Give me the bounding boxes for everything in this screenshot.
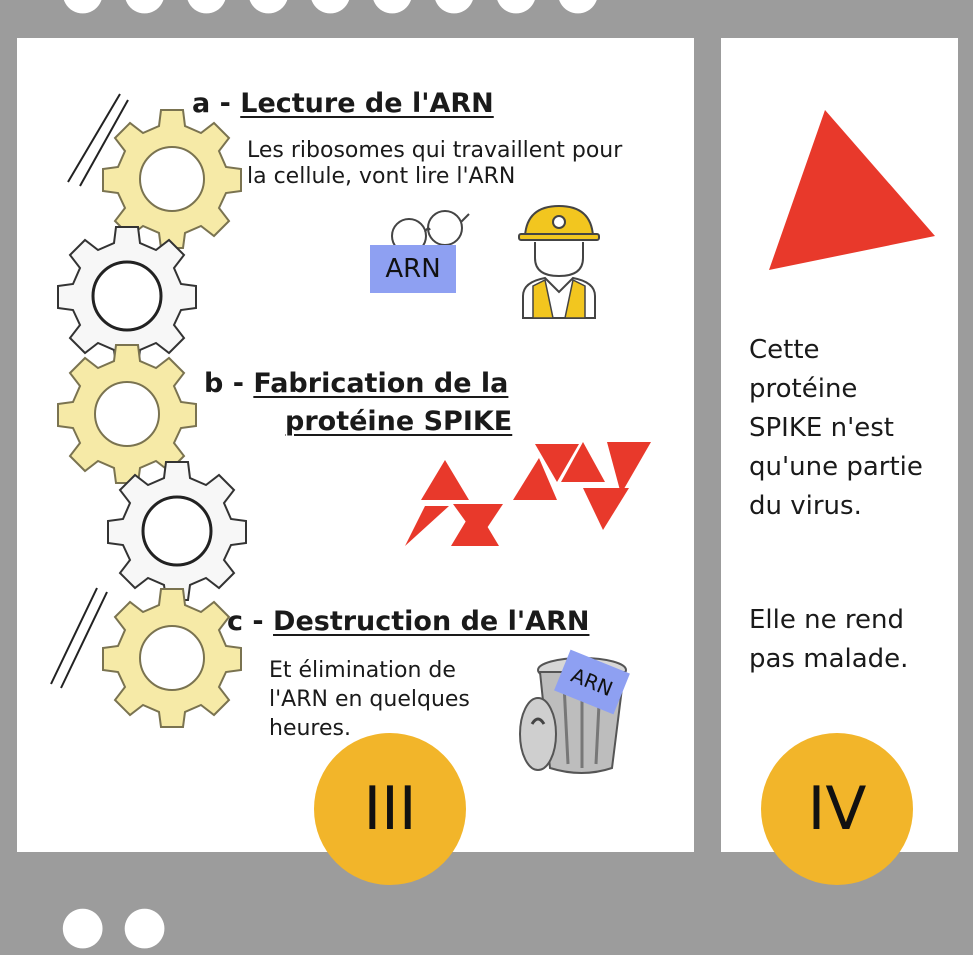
step-b-heading-line2: protéine SPIKE xyxy=(285,406,512,437)
step-a-letter: a - xyxy=(192,88,231,119)
top-cutoff-heading: ● ● ● ● ● ● ● ● ● xyxy=(60,0,601,20)
not-sick-text: Elle ne rend pas malade. xyxy=(749,601,908,679)
step-a-title: Lecture de l'ARN xyxy=(240,88,494,119)
step-c-text-line: heures. xyxy=(269,716,351,741)
gear-icon xyxy=(102,109,242,249)
step-a-text-line: Les ribosomes qui travaillent pour xyxy=(247,138,623,163)
step-4-badge: IV xyxy=(761,733,913,885)
panel-step-3: a - Lecture de l'ARN Les ribosomes qui t… xyxy=(17,38,694,885)
virus-part-line: qu'une partie xyxy=(749,452,923,482)
virus-part-line: du virus. xyxy=(749,491,862,521)
step-c-description: Et élimination de l'ARN en quelques heur… xyxy=(269,656,470,743)
motion-lines-icon xyxy=(67,93,129,187)
step-b-heading: b - Fabrication de la xyxy=(204,368,508,399)
virus-part-line: SPIKE n'est xyxy=(749,413,894,443)
gear-icon xyxy=(102,588,242,728)
step-c-text-line: Et élimination de xyxy=(269,658,456,683)
step-c-heading: c - Destruction de l'ARN xyxy=(227,606,589,637)
step-c-letter: c - xyxy=(227,606,264,637)
bottom-cutoff-heading: ● ● xyxy=(60,895,168,955)
panel-step-4: Cette protéine SPIKE n'est qu'une partie… xyxy=(721,38,958,885)
step-c-text-line: l'ARN en quelques xyxy=(269,687,470,712)
step-3-badge: III xyxy=(314,733,466,885)
motion-lines-icon xyxy=(50,587,108,689)
step-b-title-line2: protéine SPIKE xyxy=(285,406,513,437)
virus-part-text: Cette protéine SPIKE n'est qu'une partie… xyxy=(749,331,923,526)
gear-icon xyxy=(57,226,197,366)
virus-part-line: Cette xyxy=(749,335,820,365)
not-sick-line: pas malade. xyxy=(749,644,909,674)
gear-icon xyxy=(107,461,247,601)
step-a-heading: a - Lecture de l'ARN xyxy=(192,88,494,119)
step-a-text-line: la cellule, vont lire l'ARN xyxy=(247,164,516,189)
step-a-description: Les ribosomes qui travaillent pour la ce… xyxy=(247,138,622,190)
step-b-letter: b - xyxy=(204,368,244,399)
virus-part-line: protéine xyxy=(749,374,858,404)
not-sick-line: Elle ne rend xyxy=(749,605,904,635)
spike-protein-triangles xyxy=(405,442,651,546)
worker-icon xyxy=(518,204,600,319)
step-b-title-line1: Fabrication de la xyxy=(253,368,509,399)
step-c-title: Destruction de l'ARN xyxy=(273,606,590,637)
arn-tag: ARN xyxy=(370,245,456,293)
spike-protein-triangle xyxy=(769,110,935,270)
